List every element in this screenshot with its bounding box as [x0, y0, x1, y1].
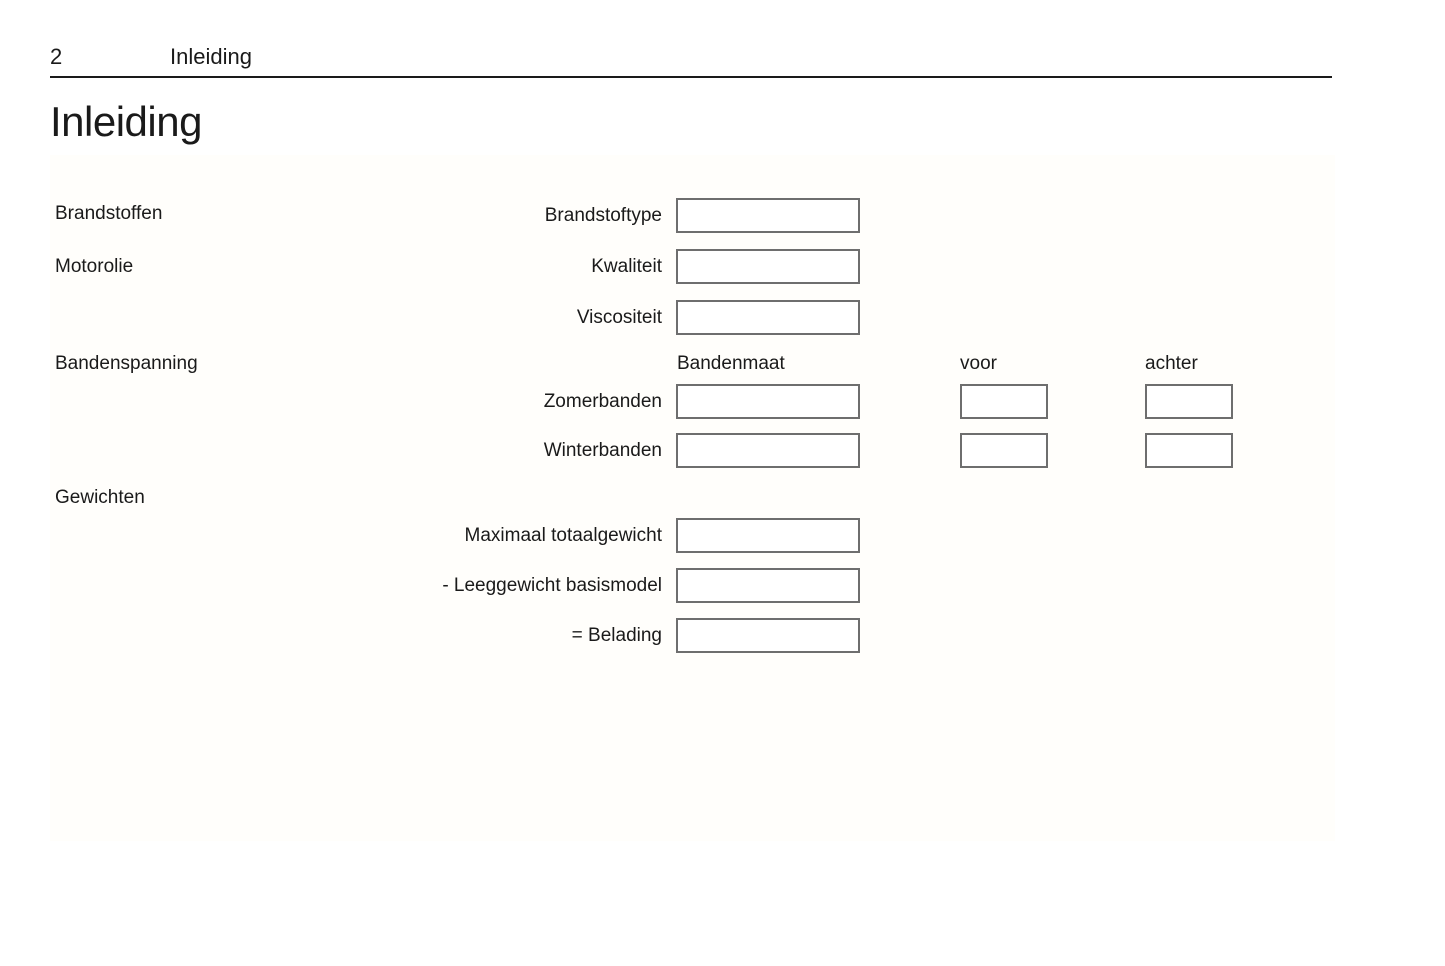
input-belading[interactable] — [676, 618, 860, 653]
column-header-achter: achter — [1145, 353, 1198, 374]
running-header: 2 Inleiding — [50, 42, 1332, 78]
input-zomerbanden-voor[interactable] — [960, 384, 1048, 419]
section-heading-brandstoffen: Brandstoffen — [55, 203, 163, 224]
form-row-belading: = Belading — [50, 618, 1335, 653]
specification-form-panel: Brandstoffen Motorolie Bandenspanning Ge… — [50, 155, 1335, 841]
input-zomerbanden-bandenmaat[interactable] — [676, 384, 860, 419]
label-brandstoftype: Brandstoftype — [544, 205, 662, 226]
input-winterbanden-voor[interactable] — [960, 433, 1048, 468]
input-leeggewicht-basismodel[interactable] — [676, 568, 860, 603]
label-viscositeit: Viscositeit — [576, 307, 662, 328]
input-winterbanden-achter[interactable] — [1145, 433, 1233, 468]
label-maximaal-totaalgewicht: Maximaal totaalgewicht — [464, 525, 662, 546]
section-heading-gewichten: Gewichten — [55, 487, 145, 508]
tyre-table-column-headers: Bandenmaat voor achter — [50, 351, 1335, 377]
section-heading-motorolie: Motorolie — [55, 256, 134, 277]
form-row-kwaliteit: Kwaliteit — [50, 249, 1335, 284]
section-heading-bandenspanning: Bandenspanning — [55, 353, 198, 374]
input-brandstoftype[interactable] — [676, 198, 860, 233]
input-viscositeit[interactable] — [676, 300, 860, 335]
input-kwaliteit[interactable] — [676, 249, 860, 284]
column-header-bandenmaat: Bandenmaat — [677, 353, 785, 374]
label-zomerbanden: Zomerbanden — [543, 391, 662, 412]
input-maximaal-totaalgewicht[interactable] — [676, 518, 860, 553]
page-title: Inleiding — [50, 98, 202, 145]
input-zomerbanden-achter[interactable] — [1145, 384, 1233, 419]
form-row-zomerbanden: Zomerbanden — [50, 384, 1335, 419]
label-leeggewicht-basismodel: - Leeggewicht basismodel — [442, 575, 662, 596]
label-winterbanden: Winterbanden — [543, 440, 662, 461]
label-belading: = Belading — [571, 625, 662, 646]
form-row-winterbanden: Winterbanden — [50, 433, 1335, 468]
input-winterbanden-bandenmaat[interactable] — [676, 433, 860, 468]
label-kwaliteit: Kwaliteit — [591, 256, 662, 277]
page-number: 2 — [50, 44, 63, 69]
header-chapter-name: Inleiding — [170, 44, 252, 69]
form-row-brandstoftype: Brandstoftype — [50, 198, 1335, 233]
column-header-voor: voor — [960, 353, 997, 374]
form-row-viscositeit: Viscositeit — [50, 300, 1335, 335]
form-row-maximaal-totaalgewicht: Maximaal totaalgewicht — [50, 518, 1335, 553]
form-row-leeggewicht-basismodel: - Leeggewicht basismodel — [50, 568, 1335, 603]
